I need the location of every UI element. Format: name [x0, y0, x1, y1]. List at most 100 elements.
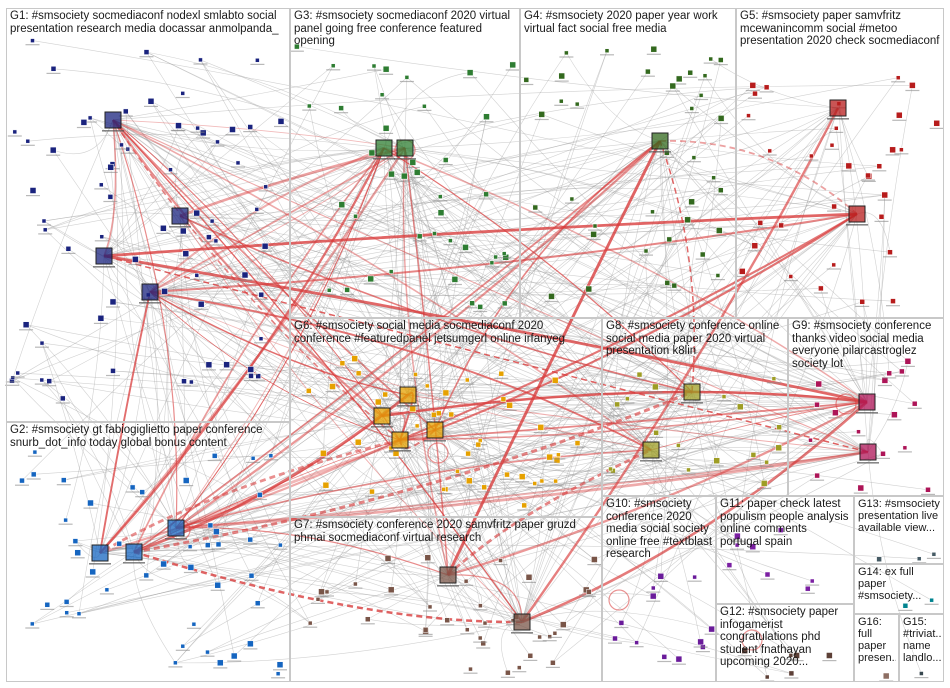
node-label-mark [55, 402, 70, 404]
edge [101, 236, 693, 393]
edge-strong [381, 390, 868, 418]
node [625, 396, 630, 402]
hub-node [375, 139, 393, 157]
node [87, 115, 93, 121]
self-loop [608, 589, 630, 611]
node-label-mark [417, 109, 432, 111]
node-label-mark [811, 388, 826, 390]
node [338, 105, 344, 111]
edge [45, 147, 406, 231]
node-label-mark [184, 385, 199, 387]
node-label-mark [209, 536, 224, 538]
edge-strong [404, 147, 449, 576]
group-box-g8: G8: #smsociety conference online social … [602, 318, 788, 496]
node [448, 238, 453, 243]
node-label-mark [106, 306, 120, 308]
node [716, 227, 723, 234]
node [315, 597, 321, 602]
node-label-mark [614, 626, 629, 629]
edge [150, 101, 436, 431]
node-label-mark [348, 219, 363, 221]
node [604, 48, 610, 53]
edge [52, 149, 151, 293]
node-label-mark [883, 256, 897, 258]
hub-label-mark [681, 402, 703, 404]
edge [867, 361, 909, 453]
edge [149, 282, 552, 297]
edge-strong [103, 255, 869, 453]
node-label-mark [168, 666, 183, 668]
edge [438, 413, 523, 623]
node [442, 157, 449, 163]
hub-node [141, 283, 159, 301]
node [764, 571, 771, 578]
edge [415, 374, 652, 451]
node-label-mark [175, 96, 190, 99]
node-label-mark [900, 365, 915, 367]
node [213, 528, 220, 535]
edge [636, 107, 839, 643]
edge-strong [447, 448, 652, 576]
node-label-mark [648, 391, 663, 393]
node-label-mark [26, 195, 40, 197]
node [776, 424, 782, 430]
edge-strong [175, 140, 661, 529]
node-label-mark [459, 584, 474, 586]
node-label-mark [748, 97, 762, 99]
node-label-mark [695, 258, 710, 260]
node [763, 84, 770, 91]
node [250, 456, 256, 461]
node-label-mark [19, 329, 34, 331]
node [552, 631, 558, 636]
node-layer [5, 38, 944, 682]
group-box-g16: G16: full paper presen... [854, 614, 899, 682]
node-label-mark [213, 667, 228, 669]
edge [445, 391, 693, 490]
edge [90, 117, 406, 152]
edge [447, 189, 722, 576]
edge [103, 165, 849, 257]
node-label-mark [434, 217, 448, 219]
node [416, 233, 423, 240]
node [698, 93, 704, 98]
node [44, 602, 51, 608]
group-label-g16: G16: full paper presen... [858, 616, 896, 664]
edge [226, 364, 436, 431]
node [382, 391, 388, 398]
node [441, 487, 446, 492]
node [478, 603, 483, 608]
node [99, 182, 104, 188]
edge [101, 236, 869, 453]
node [388, 170, 395, 178]
hub-node [829, 99, 847, 117]
edge [99, 483, 535, 554]
node-label-mark [534, 118, 549, 121]
node [891, 411, 898, 418]
hub-label-mark [827, 118, 849, 120]
node-label-mark [783, 280, 798, 282]
node-label-mark [46, 72, 61, 74]
edge [760, 222, 868, 403]
node [375, 398, 382, 406]
node-label-mark [458, 251, 473, 254]
edge [99, 216, 356, 554]
node [650, 45, 658, 53]
node [713, 457, 720, 464]
node [749, 82, 757, 89]
edge [112, 119, 496, 258]
edge [650, 449, 765, 484]
edge [43, 147, 385, 222]
edge [617, 403, 869, 453]
node [32, 449, 38, 455]
node [586, 589, 592, 595]
edge [867, 195, 886, 453]
node-label-mark [334, 112, 349, 114]
node [916, 556, 922, 561]
edge [103, 65, 334, 257]
node [329, 383, 336, 390]
node [19, 477, 25, 484]
edge [383, 147, 446, 490]
node [42, 227, 48, 233]
node [664, 150, 670, 156]
edge [650, 449, 781, 531]
